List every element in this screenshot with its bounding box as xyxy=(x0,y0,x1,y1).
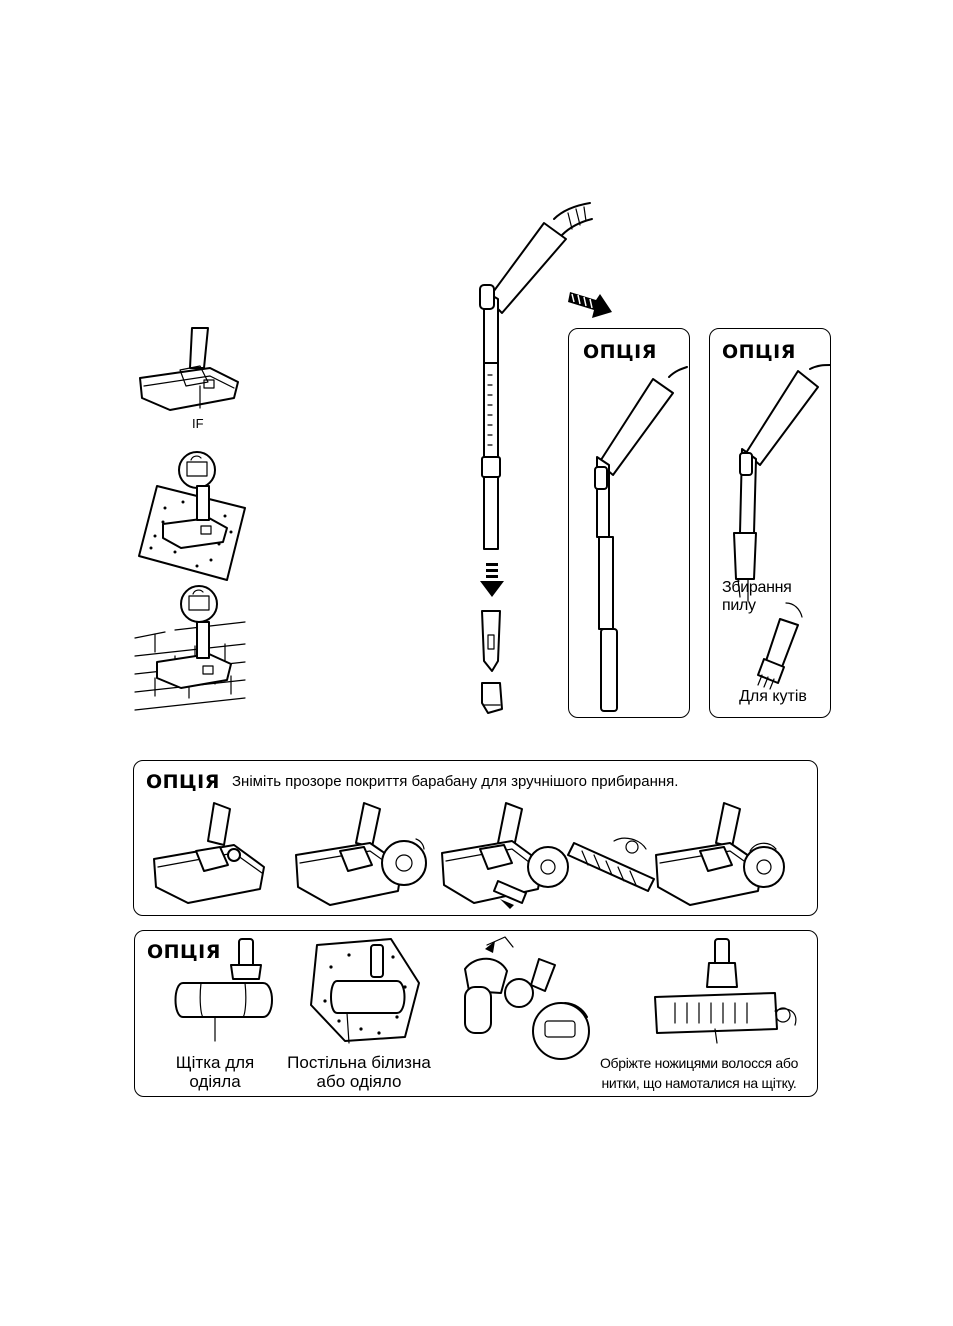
nozzle-on-hard-floor-illustration xyxy=(135,582,255,712)
label-cut-hair: Обріжте ножицями волосся або нитки, що н… xyxy=(583,1053,815,1093)
drum-instruction-text: Зніміть прозоре покриття барабану для зр… xyxy=(232,773,678,790)
option-box-brush-tool: ОПЦІЯ Збирання пилу Для кутів xyxy=(709,328,831,718)
left-illustrations: IF xyxy=(130,320,250,720)
tube-option-illustration xyxy=(569,357,689,717)
dusting-brush-illustration xyxy=(710,357,830,617)
nozzle-label: IF xyxy=(192,416,204,431)
floor-nozzle-illustration xyxy=(130,320,250,430)
option-panel-blanket-brush: ОПЦІЯ xyxy=(134,930,818,1097)
option-panel-drum-cover: ОПЦІЯ Зніміть прозоре покриття барабану … xyxy=(133,760,818,916)
label-bedding: Постільна білизна або одіяло xyxy=(273,1053,445,1091)
blanket-brush-illustrations xyxy=(135,931,817,1056)
nozzle-on-carpet-illustration xyxy=(135,448,255,578)
turbo-brush-steps-illustration xyxy=(134,795,817,915)
option-badge: ОПЦІЯ xyxy=(146,771,220,793)
right-arrow-icon xyxy=(566,288,626,328)
label-blanket-brush: Щітка для одіяла xyxy=(145,1053,285,1091)
option-box-tube: ОПЦІЯ xyxy=(568,328,690,718)
label-for-corners: Для кутів xyxy=(718,687,828,706)
down-arrow-icon xyxy=(480,563,504,597)
crevice-brush-illustration xyxy=(710,601,830,701)
